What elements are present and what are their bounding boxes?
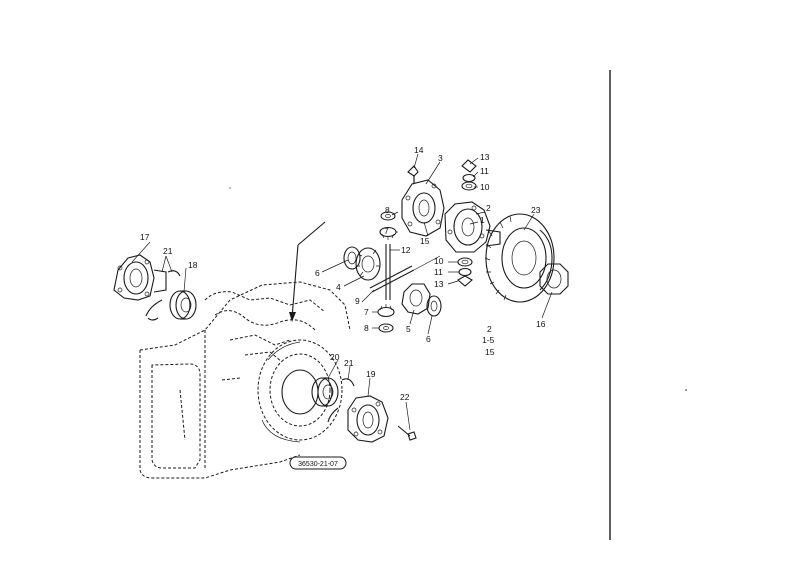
callout-2: 2	[486, 203, 491, 213]
part-7-8-lower	[377, 304, 395, 333]
callout-20: 20	[330, 352, 340, 362]
side-note-line-2: 1-5	[482, 335, 495, 345]
callout-11: 11	[480, 166, 489, 176]
callout-7: 7	[384, 226, 389, 236]
part-6-4-left	[343, 246, 381, 281]
callout-12: 12	[401, 245, 411, 255]
leader-lines	[131, 153, 553, 431]
reference-code: 36530-21-07	[298, 461, 338, 468]
callout-1: 1	[480, 215, 485, 225]
callout-18: 18	[188, 260, 198, 270]
part-16-pinion	[539, 263, 569, 295]
callout-6: 6	[426, 334, 431, 344]
side-note-line-1: 2	[487, 324, 492, 334]
part-2-diff-case	[444, 201, 501, 253]
part-9-12-shaft	[369, 244, 441, 300]
speck	[685, 389, 687, 391]
callout-10: 10	[434, 256, 444, 266]
callout-4: 4	[336, 282, 341, 292]
callout-16: 16	[536, 319, 546, 329]
transmission-housing	[139, 281, 351, 479]
callout-7: 7	[364, 307, 369, 317]
callout-5: 5	[406, 324, 411, 334]
callout-17: 17	[140, 232, 150, 242]
speck	[229, 187, 231, 189]
part-14-bolt	[407, 165, 419, 184]
part-17-bearing-cover-left	[113, 254, 167, 301]
part-22-bolt	[397, 425, 417, 441]
callout-10: 10	[480, 182, 490, 192]
side-note: 2 1-5 15	[482, 324, 495, 357]
callout-labels: 14 3 13 11 10 8 2 23 7 1 15 12 6 17 21 1…	[140, 145, 546, 402]
side-note-line-3: 15	[485, 347, 495, 357]
callout-21: 21	[163, 246, 173, 256]
assembly-arrow	[289, 221, 326, 322]
part-5-6-right	[401, 283, 442, 317]
part-stack-upper	[461, 159, 477, 191]
callout-6: 6	[315, 268, 320, 278]
callout-13: 13	[434, 279, 444, 289]
callout-14: 14	[414, 145, 424, 155]
callout-21: 21	[344, 358, 354, 368]
part-18-bearing	[169, 290, 197, 320]
part-19-bearing-cover-right	[347, 395, 389, 443]
callout-11: 11	[434, 267, 443, 277]
part-3-diff-case-cover	[401, 176, 445, 237]
part-stack-lower	[457, 257, 473, 287]
reference-badge: 36530-21-07	[289, 456, 347, 470]
callout-13: 13	[480, 152, 490, 162]
part-21-clip-right	[327, 378, 355, 423]
callout-9: 9	[355, 296, 360, 306]
callout-19: 19	[366, 369, 376, 379]
callout-22: 22	[400, 392, 410, 402]
part-21-clip-left	[145, 270, 181, 321]
callout-8: 8	[385, 205, 390, 215]
callout-23: 23	[531, 205, 541, 215]
part-23-ring-gear	[484, 213, 555, 303]
callout-3: 3	[438, 153, 443, 163]
callout-8: 8	[364, 323, 369, 333]
callout-15: 15	[420, 236, 430, 246]
